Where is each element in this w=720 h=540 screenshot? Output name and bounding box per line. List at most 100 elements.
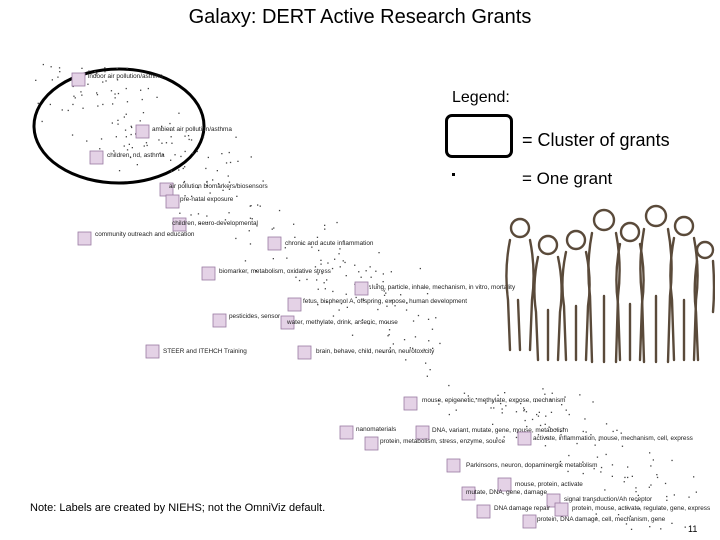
grant-dot	[332, 290, 334, 293]
cluster-c27[interactable]: protein, DNA damage, cell, mechanism, ge…	[522, 514, 666, 529]
grant-dot	[184, 195, 186, 197]
grant-dot	[126, 149, 129, 151]
legend-cluster-label: = Cluster of grants	[522, 130, 670, 150]
cluster-c3[interactable]: children, nd, asthma	[89, 150, 165, 165]
cluster-c4[interactable]: air pollution biomarkers/biosensors	[159, 182, 268, 197]
grant-dot	[664, 482, 667, 485]
cluster-c2[interactable]: ambient air pollution/asthma	[135, 124, 232, 139]
cluster-c11[interactable]: fetus, bisphenol A, offspring, expose, h…	[287, 297, 467, 312]
cluster-c15[interactable]: brain, behave, child, neuron, neurotoxic…	[297, 345, 435, 360]
grant-dot	[302, 243, 304, 245]
grant-dot	[324, 228, 326, 230]
grant-dot	[236, 195, 238, 197]
cluster-c17[interactable]: nanomaterials	[339, 425, 396, 440]
grant-dot	[72, 85, 74, 88]
grant-dot	[100, 138, 103, 140]
cluster-c20[interactable]: protein, metabolism, stress, enzyme, sou…	[364, 436, 505, 451]
grant-dot	[116, 79, 119, 81]
grant-dot	[595, 517, 597, 519]
grant-dot	[684, 526, 686, 528]
grant-dots	[35, 63, 697, 530]
svg-text:protein, metabolism, stress, e: protein, metabolism, stress, enzyme, sou…	[380, 438, 505, 445]
grant-dot	[140, 89, 142, 91]
cluster-c7[interactable]: community outreach and education	[77, 231, 195, 246]
grant-dot	[318, 249, 320, 252]
grant-dot	[86, 140, 88, 142]
grant-dot	[169, 122, 171, 125]
grant-dot	[385, 292, 387, 294]
grant-dot	[273, 227, 275, 229]
cluster-c10[interactable]: lung, particle, inhale, mechanism, in vi…	[354, 281, 516, 296]
cluster-c1[interactable]: indoor air pollution/asthma	[71, 72, 163, 87]
cluster-c22[interactable]: mouse, protein, activate	[497, 477, 583, 492]
grant-dot	[184, 150, 186, 153]
cluster-c12[interactable]: pesticides, sensor	[212, 313, 281, 328]
grant-dot	[190, 139, 193, 141]
grant-dot	[617, 514, 620, 516]
cluster-c25[interactable]: DNA damage repair	[476, 504, 551, 519]
grant-dot	[612, 430, 614, 433]
grant-dot	[159, 152, 161, 154]
grant-dot	[316, 236, 319, 238]
grant-dot	[81, 94, 83, 96]
cluster-c26[interactable]: protein, mouse, activate, regulate, gene…	[554, 502, 710, 517]
grant-dot	[545, 436, 548, 439]
cluster-c13[interactable]: water, methylate, drink, arsenic, mouse	[280, 315, 398, 330]
grant-dot	[35, 79, 37, 81]
grant-dot	[539, 424, 542, 427]
grant-dot	[536, 413, 538, 416]
grant-dot	[625, 523, 628, 525]
grant-dot	[227, 175, 229, 177]
grant-dot	[564, 396, 566, 398]
cluster-c16[interactable]: mouse, epigenetic, methylate, expose, me…	[403, 396, 566, 411]
grant-dot	[369, 285, 371, 287]
cluster-c19[interactable]: activate, inflammation, mouse, mechanism…	[517, 431, 693, 446]
cluster-c9[interactable]: biomarker, metabolism, oxidative stress	[201, 266, 331, 281]
grant-dot	[196, 150, 198, 153]
grant-dot	[467, 395, 469, 397]
svg-text:children, nd, asthma: children, nd, asthma	[107, 152, 165, 159]
cluster-c21[interactable]: Parkinsons, neuron, dopaminergic metabol…	[446, 458, 597, 473]
grant-dot	[363, 299, 365, 301]
cluster-c6[interactable]: children, neuro-developmental	[172, 217, 258, 232]
grant-dot	[388, 334, 390, 336]
grant-dot	[549, 398, 551, 400]
cluster-c5[interactable]: pre-natal exposure	[165, 194, 234, 209]
grant-dot	[139, 120, 141, 122]
grant-dot	[316, 279, 318, 281]
grant-dot	[340, 302, 343, 305]
grant-dot	[298, 279, 301, 282]
grant-dot	[623, 481, 625, 483]
cluster-c18[interactable]: DNA, variant, mutate, gene, mouse, metab…	[415, 425, 568, 440]
cluster-c8[interactable]: chronic and acute inflammation	[267, 236, 374, 251]
grant-dot	[130, 133, 132, 136]
grant-dot	[221, 153, 223, 155]
grant-dot	[174, 154, 176, 156]
grant-dot	[271, 228, 273, 230]
cluster-c14[interactable]: STEER and ITEHCH Training	[145, 344, 247, 359]
grant-dot	[320, 263, 322, 265]
grant-dot	[199, 223, 201, 225]
grant-dot	[259, 205, 261, 207]
cluster-c23[interactable]: mutate, DNA, gene, damage	[461, 486, 547, 501]
grant-dot	[382, 281, 384, 283]
grant-dot	[656, 474, 658, 476]
grant-dot	[162, 154, 164, 156]
grant-dot	[562, 427, 564, 429]
grant-dot	[406, 302, 408, 304]
grant-dot	[567, 470, 569, 473]
grant-dot	[551, 392, 553, 394]
svg-text:activate, inflammation, mouse,: activate, inflammation, mouse, mechanism…	[533, 435, 693, 442]
grant-dot	[170, 170, 172, 172]
grant-dot	[97, 105, 99, 107]
svg-text:Parkinsons, neuron, dopaminerg: Parkinsons, neuron, dopaminergic metabol…	[466, 462, 597, 469]
grant-dot	[124, 129, 127, 131]
grant-dot	[600, 471, 602, 473]
grant-dot	[376, 283, 378, 285]
svg-text:protein, mouse, activate, regu: protein, mouse, activate, regulate, gene…	[572, 505, 710, 512]
grant-dot	[693, 476, 695, 478]
grant-dot	[497, 394, 499, 396]
grant-dot	[627, 476, 629, 479]
svg-text:pesticides, sensor: pesticides, sensor	[229, 313, 281, 320]
grant-dot	[537, 434, 540, 436]
